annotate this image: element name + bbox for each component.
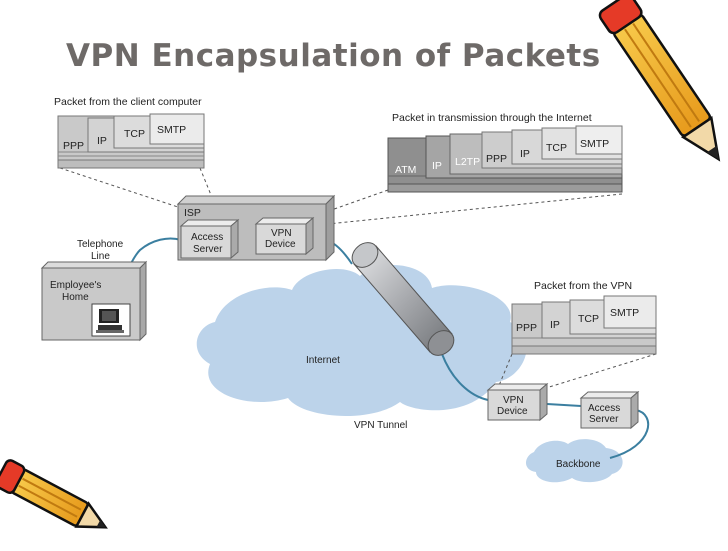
backbone-label: Backbone (556, 459, 601, 470)
internet-layer-smtp: SMTP (580, 138, 609, 150)
svg-text:Telephone: Telephone (77, 239, 124, 250)
svg-text:Employee's: Employee's (50, 280, 101, 291)
vpn-tunnel-label: VPN Tunnel (354, 420, 407, 431)
svg-text:Server: Server (589, 414, 619, 425)
svg-text:Home: Home (62, 292, 89, 303)
internet-layer-ip-outer: IP (432, 160, 442, 172)
svg-text:Device: Device (265, 239, 296, 250)
vpn-packet-caption: Packet from the VPN (534, 280, 632, 292)
svg-text:Server: Server (193, 244, 223, 255)
internet-packet-caption: Packet in transmission through the Inter… (392, 112, 592, 124)
employee-home: Employee's Home (40, 260, 148, 342)
server-to-backbone-cable (609, 409, 650, 459)
vpn-packet: Packet from the VPN PPP IP TCP SMTP (511, 280, 657, 355)
network-cables (111, 235, 650, 459)
client-layer-smtp: SMTP (157, 124, 186, 136)
svg-text:VPN: VPN (503, 395, 524, 406)
internet-layer-ip-inner: IP (520, 148, 530, 160)
client-layer-ppp: PPP (63, 140, 84, 152)
pencil-icon-top-right (598, 0, 721, 162)
vpn-layer-ip: IP (550, 319, 560, 331)
svg-text:Device: Device (497, 406, 528, 417)
internet-cloud (196, 264, 527, 416)
isp-access-server: Access Server (179, 218, 240, 260)
remote-vpn-device: VPN Device (486, 382, 549, 422)
internet-layer-l2tp: L2TP (455, 156, 480, 168)
pencil-icon-bottom-left (0, 459, 108, 529)
isp-vpn-device: VPN Device (254, 216, 315, 256)
client-packet-caption: Packet from the client computer (54, 96, 202, 108)
vpn-layer-tcp: TCP (578, 313, 599, 325)
svg-text:VPN: VPN (271, 228, 292, 239)
client-packet: Packet from the client computer PPP IP T… (54, 96, 205, 169)
isp-box: ISP Access Server VPN Device (176, 194, 336, 262)
client-layer-ip: IP (97, 135, 107, 147)
client-layer-tcp: TCP (124, 128, 145, 140)
tunnel-to-vpn-cable (441, 353, 489, 401)
vpn-to-server-cable (546, 403, 582, 407)
svg-text:Line: Line (91, 251, 110, 262)
isp-label: ISP (184, 207, 201, 219)
internet-layer-ppp: PPP (486, 153, 507, 165)
internet-packet: Packet in transmission through the Inter… (387, 112, 623, 193)
vpn-tunnel (351, 242, 455, 356)
telephone-line-label: Telephone Line (77, 239, 124, 262)
vpn-layer-ppp: PPP (516, 322, 537, 334)
svg-text:Access: Access (588, 403, 620, 414)
svg-text:Access: Access (191, 232, 223, 243)
internet-label: Internet (306, 355, 340, 366)
computer-icon (91, 303, 131, 337)
vpn-layer-smtp: SMTP (610, 307, 639, 319)
backbone-cloud (526, 439, 623, 483)
internet-layer-atm: ATM (395, 164, 416, 176)
remote-access-server: Access Server (579, 390, 640, 430)
slide-title: VPN Encapsulation of Packets (66, 38, 601, 74)
internet-layer-tcp: TCP (546, 142, 567, 154)
